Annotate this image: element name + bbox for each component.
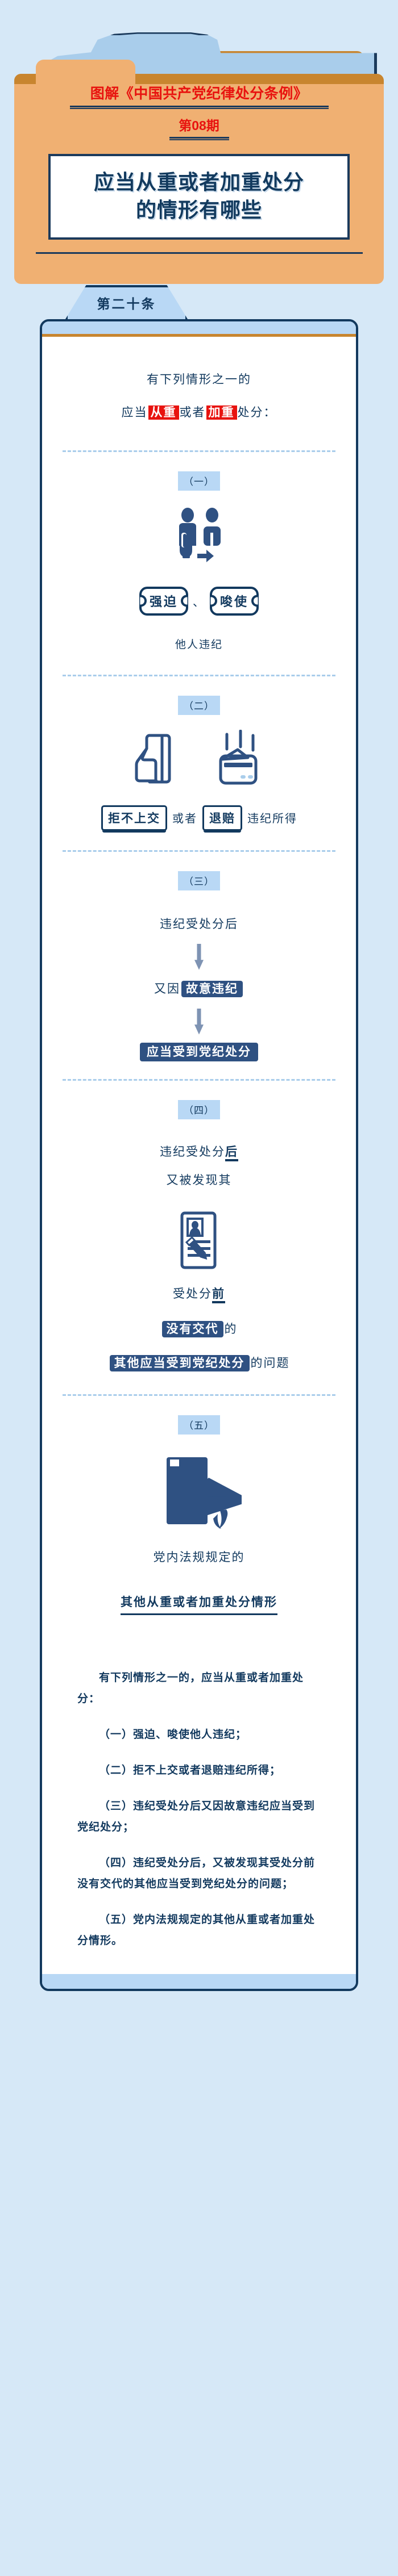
divider-5 <box>63 1394 335 1396</box>
section-four-line-1: 违纪受处分后 <box>59 1141 339 1164</box>
main-title-card: 应当从重或者加重处分 的情形有哪些 <box>48 154 354 244</box>
summary-lead: 有下列情形之一的，应当从重或者加重处分： <box>77 1672 304 1705</box>
panel-top-gold-line <box>42 334 356 337</box>
summary-item-2: （二）拒不上交或者退赔违纪所得； <box>99 1764 281 1777</box>
panel-inner: 有下列情形之一的 应当从重或者加重处分： （一） <box>42 337 356 1974</box>
article-number-label: 第二十条 <box>97 296 156 311</box>
main-title-line-1: 应当从重或者加重处分 <box>93 170 304 194</box>
section-three-step-3-wrap: 应当受到党纪处分 <box>59 1042 339 1061</box>
section-four-number: （四） <box>178 1099 220 1119</box>
section-two-number: （二） <box>178 695 220 715</box>
section-four-line3-prefix: 受处分 <box>173 1287 212 1301</box>
chip-meiyoujiaodai: 没有交代 <box>161 1321 223 1338</box>
section-two: （二） <box>59 676 339 850</box>
section-two-tail: 违纪所得 <box>247 812 297 825</box>
arrow-down-icon-2 <box>194 1008 204 1035</box>
panel-top-blue-band <box>42 321 356 334</box>
section-two-icon-row <box>59 729 339 791</box>
chip-suoshi: 唆使 <box>210 586 259 616</box>
section-four-emphasis-hou: 后 <box>225 1145 238 1161</box>
section-three-step-1: 违纪受处分后 <box>160 917 238 931</box>
section-four-line-4: 没有交代的 <box>59 1318 339 1341</box>
section-three: （三） 违纪受处分后 又因故意违纪 应当受到党纪处分 <box>59 852 339 1079</box>
section-two-separator: 或者 <box>172 812 197 825</box>
summary-item-4: （四）违纪受处分后，又被发现其受处分前没有交代的其他应当受到党纪处分的问题； <box>77 1857 316 1891</box>
summary-block: 有下列情形之一的，应当从重或者加重处分： （一）强迫、唆使他人违纪； （二）拒不… <box>59 1634 339 1974</box>
section-four-line5-suffix: 的问题 <box>250 1357 290 1370</box>
section-five-line-2-wrap: 其他从重或者加重处分情形 <box>59 1593 339 1615</box>
section-three-step2-prefix: 又因 <box>154 982 180 996</box>
summary-item-1: （一）强迫、唆使他人违纪； <box>99 1729 247 1741</box>
hand-holding-card-icon <box>130 730 183 791</box>
header-folder: 图解《中国共产党纪律处分条例》 第08期 应当从重或者加重处分 的情形有哪些 <box>0 0 398 284</box>
header-bottom-rule <box>35 252 363 254</box>
section-four-line-3: 受处分前 <box>59 1283 339 1306</box>
article-banner: 第二十条 <box>0 284 398 319</box>
chip-qiangpo: 强迫 <box>139 586 188 616</box>
section-two-label-row: 拒不上交或者退赔违纪所得 <box>59 805 339 831</box>
section-one-text: 他人违纪 <box>175 638 223 651</box>
id-card-pencil-icon <box>59 1211 339 1273</box>
chip-qitayingdangshoudaodangjichufen: 其他应当受到党纪处分 <box>109 1355 250 1372</box>
section-five-line-2: 其他从重或者加重处分情形 <box>121 1593 277 1615</box>
wallet-throw-icon <box>215 729 268 791</box>
section-four-emphasis-qian: 前 <box>212 1287 225 1304</box>
main-title-line-2: 的情形有哪些 <box>135 198 262 221</box>
chip-yingdangshoudaodangjichufen: 应当受到党纪处分 <box>140 1042 258 1061</box>
box-tuipei: 退赔 <box>202 805 242 831</box>
section-four: （四） 违纪受处分后 又被发现其 <box>59 1081 339 1394</box>
divider-2 <box>63 674 335 676</box>
intro-line-1: 有下列情形之一的 <box>147 373 251 386</box>
summary-item-3: （三）违纪受处分后又因故意违纪应当受到党纪处分； <box>77 1800 316 1834</box>
header-content: 图解《中国共产党纪律处分条例》 第08期 应当从重或者加重处分 的情形有哪些 <box>14 85 384 254</box>
intro-section: 有下列情形之一的 应当从重或者加重处分： <box>59 337 339 450</box>
section-four-line4-suffix: 的 <box>224 1323 238 1336</box>
divider-3 <box>63 850 335 852</box>
panel-bottom-blue-band <box>42 1974 356 1989</box>
summary-item-5: （五）党内法规规定的其他从重或者加重处分情形。 <box>77 1914 316 1947</box>
section-four-line-2: 又被发现其 <box>166 1173 232 1187</box>
intro-mid: 或者 <box>179 405 206 419</box>
issue-number: 第08期 <box>179 118 219 133</box>
issue-double-rule <box>169 137 229 141</box>
section-three-number: （三） <box>178 871 220 890</box>
series-title: 图解《中国共产党纪律处分条例》 <box>90 86 308 102</box>
intro-suffix: 处分： <box>237 405 277 419</box>
section-one-number: （一） <box>178 471 220 491</box>
chip-separator-one: 、 <box>193 596 205 609</box>
title-double-rule <box>69 106 329 110</box>
page-footer-spacer <box>0 1991 398 2012</box>
section-one: （一） 强迫、唆使 他人违纪 <box>59 452 339 675</box>
intro-highlight-jiazhong: 加重 <box>206 405 237 420</box>
section-five-number: （五） <box>178 1415 220 1435</box>
arrow-down-icon-1 <box>194 943 204 970</box>
section-five-line-1: 党内法规规定的 <box>153 1551 245 1565</box>
intro-line-2: 应当从重或者加重处分： <box>59 402 339 424</box>
section-one-chip-row: 强迫、唆使 <box>59 586 339 616</box>
chip-guyiweiji: 故意违纪 <box>181 980 243 997</box>
intro-prefix: 应当 <box>121 405 148 419</box>
books-graduation-icon <box>59 1454 339 1536</box>
divider-4 <box>63 1078 335 1081</box>
section-five: （五） 党内法规规定的 其他从重或者加重处分情形 <box>59 1396 339 1634</box>
divider-1 <box>63 450 335 452</box>
box-jubushangjiao: 拒不上交 <box>101 805 167 831</box>
two-persons-pointing-icon <box>59 505 339 576</box>
section-three-step-2: 又因故意违纪 <box>59 978 339 1001</box>
section-four-line-5: 其他应当受到党纪处分的问题 <box>59 1352 339 1375</box>
main-panel: 有下列情形之一的 应当从重或者加重处分： （一） <box>40 319 358 1992</box>
section-four-line1-prefix: 违纪受处分 <box>160 1145 225 1159</box>
intro-highlight-congzhong: 从重 <box>148 405 179 420</box>
folder-front-tab <box>36 60 135 94</box>
